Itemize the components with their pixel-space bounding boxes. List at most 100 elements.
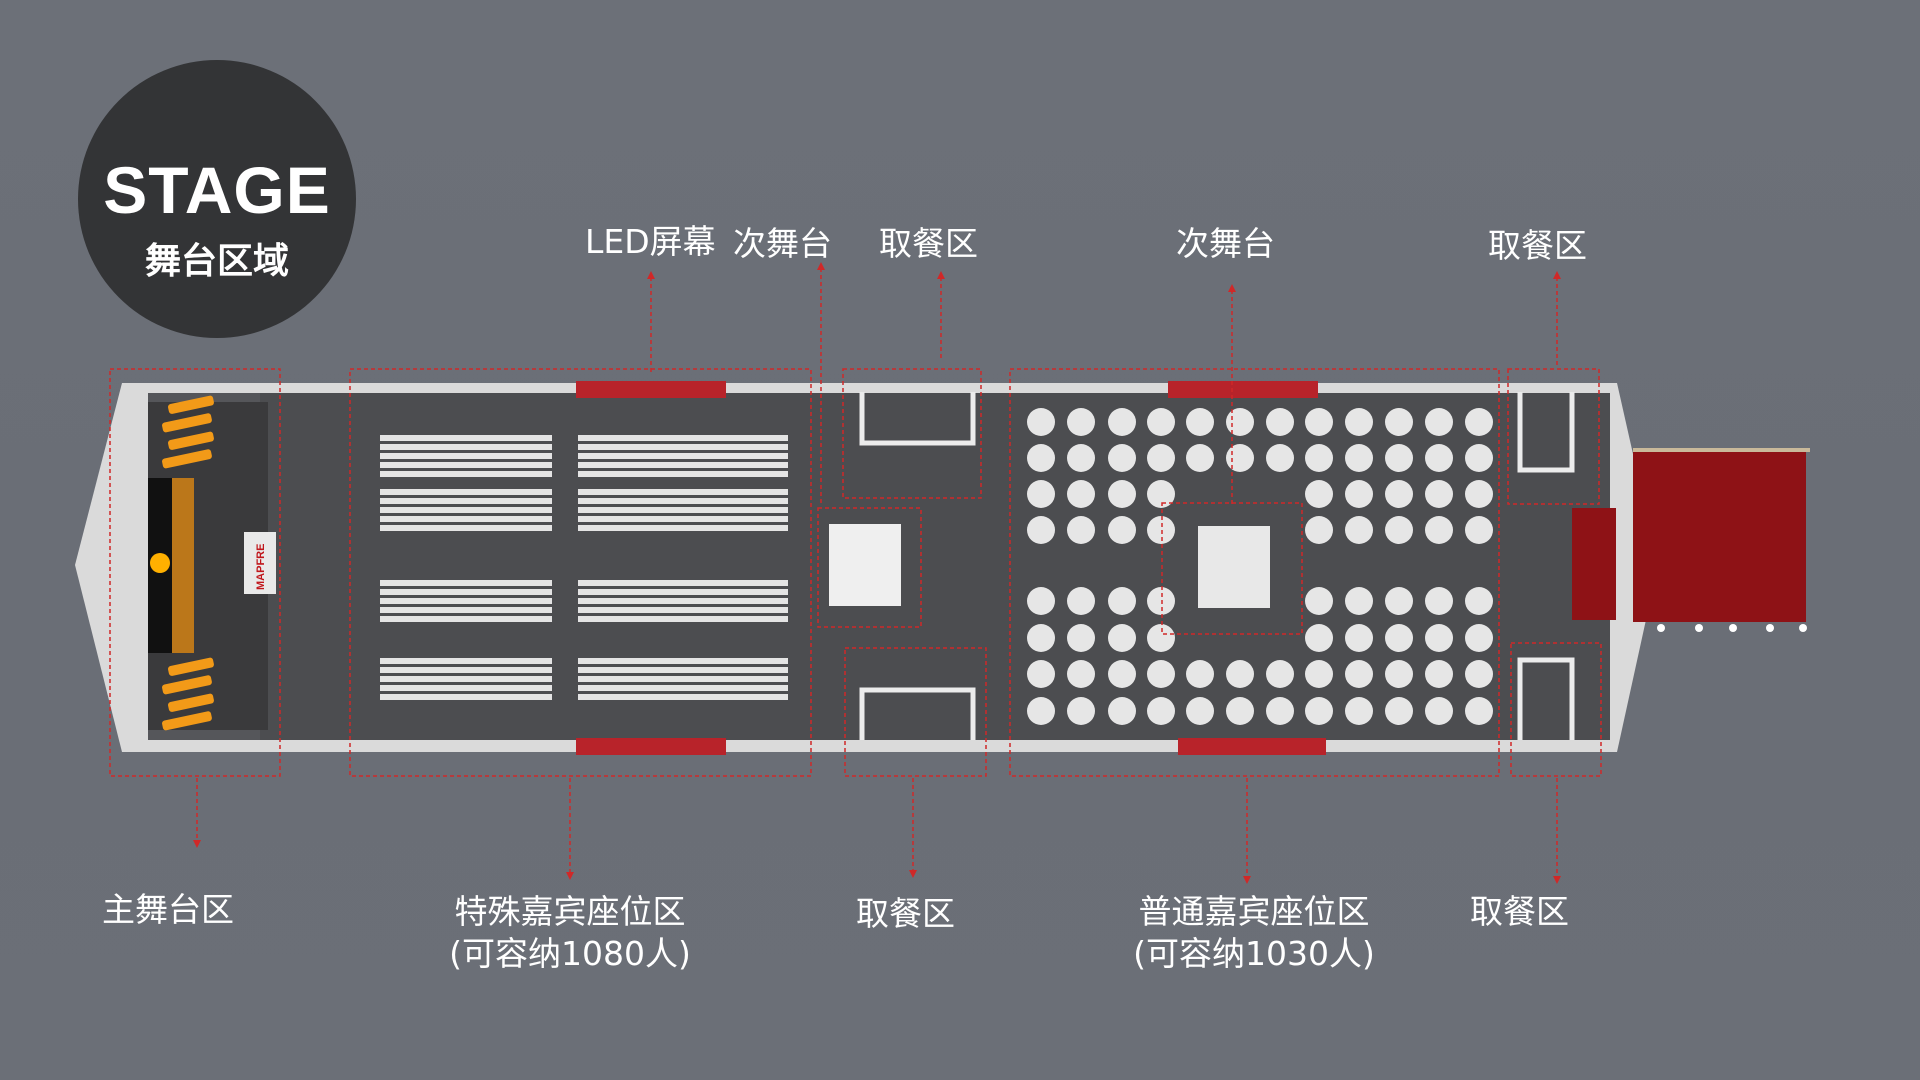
carpet-lights [1657,624,1807,632]
round-table [1226,444,1254,472]
round-table [1147,660,1175,688]
seat-row [380,616,552,622]
round-table [1385,516,1413,544]
round-table [1385,444,1413,472]
led-screen-bottom-right [1178,738,1326,755]
seat-row [578,516,788,522]
seat-row [380,598,552,604]
round-table [1385,624,1413,652]
carpet-light [1799,624,1807,632]
round-table [1345,624,1373,652]
label-special-guests: 特殊嘉宾座位区 [454,892,686,931]
round-table [1147,408,1175,436]
round-table [1345,480,1373,508]
sub-stage-2 [1198,526,1270,608]
round-table [1425,660,1453,688]
round-table [1465,408,1493,436]
dining-station-3 [859,687,976,740]
seat-row [578,580,788,586]
leader-lines [196,268,1558,878]
seat-row [578,598,788,604]
label-sub-stage-2: 次舞台 [1176,224,1275,263]
round-table [1067,587,1095,615]
seat-row [578,435,788,441]
seat-row [380,694,552,700]
round-table [1027,516,1055,544]
round-table [1186,660,1214,688]
led-screen-top-left [576,381,726,398]
round-table [1345,660,1373,688]
round-table [1147,624,1175,652]
round-table [1067,624,1095,652]
round-table [1465,444,1493,472]
label-general-guests: 普通嘉宾座位区 [1138,892,1370,931]
dining-stations [859,392,1575,740]
seat-row [578,471,788,477]
seat-row [578,507,788,513]
round-table [1027,587,1055,615]
dining-station-1 [859,392,976,446]
seat-row [380,667,552,673]
carpet-light [1766,624,1774,632]
round-table [1305,660,1333,688]
round-table [1425,624,1453,652]
round-table [1108,624,1136,652]
round-table [1305,624,1333,652]
round-table [1305,697,1333,725]
round-table [1027,697,1055,725]
round-table [1266,444,1294,472]
seat-row [578,489,788,495]
round-table [1465,697,1493,725]
round-table [1067,444,1095,472]
seat-row [380,444,552,450]
round-table [1345,444,1373,472]
round-table [1067,516,1095,544]
round-table [1385,587,1413,615]
round-table [1465,660,1493,688]
round-table [1425,444,1453,472]
round-table [1147,480,1175,508]
flame-effects-bottom [162,657,214,731]
round-table [1305,480,1333,508]
dining-station-4 [1517,657,1575,740]
entrance-carpet-inner [1572,508,1616,620]
seat-row [380,435,552,441]
round-table [1108,480,1136,508]
seat-row [578,462,788,468]
round-table [1305,444,1333,472]
seat-row [380,453,552,459]
seat-row [380,525,552,531]
theater-seating [380,435,788,700]
round-table [1147,516,1175,544]
round-table [1266,408,1294,436]
zone-dining-4 [1510,642,1602,777]
round-table [1067,660,1095,688]
round-table [1305,516,1333,544]
seat-row [380,489,552,495]
seat-row [380,498,552,504]
round-table [1108,408,1136,436]
stage-screen-glow [172,478,194,653]
round-tables [1027,408,1493,725]
seat-row [578,589,788,595]
leader-arrows [193,262,1561,884]
round-table [1108,444,1136,472]
round-table [1465,516,1493,544]
zone-sub-stage-1 [817,507,922,628]
main-stage: MAPFRE [148,395,276,731]
label-sub-stage-1: 次舞台 [733,224,832,263]
round-table [1425,480,1453,508]
seat-row [578,607,788,613]
seat-row [380,676,552,682]
stage-badge: STAGE 舞台区域 [78,60,356,338]
badge-subtitle: 舞台区域 [144,241,289,282]
seat-row [380,658,552,664]
round-table [1186,444,1214,472]
round-table [1027,480,1055,508]
label-main-stage: 主舞台区 [102,890,234,929]
zone-dining-2 [1507,368,1600,505]
round-table [1385,660,1413,688]
round-table [1425,516,1453,544]
zone-main-stage [109,368,281,777]
